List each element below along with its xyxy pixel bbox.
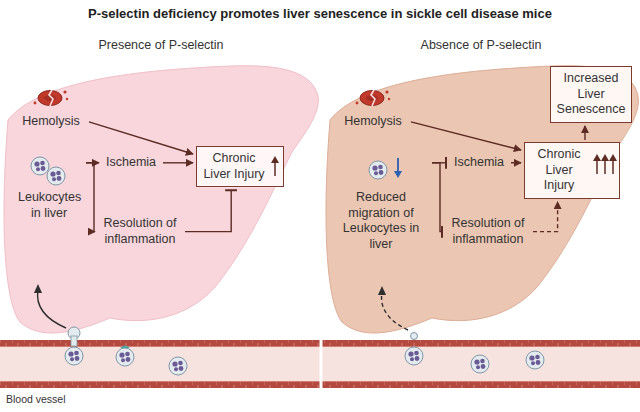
factor-label: Hemolysis: [16, 112, 86, 132]
migration-arrow: [34, 284, 408, 330]
liver-region: Presence of P-selectinHemolysisLeukocyte…: [0, 38, 322, 338]
factor-label: Resolution of inflammation: [446, 214, 530, 249]
node-text: Reduced migration of Leukocytes in liver: [336, 190, 426, 253]
node-text: Hemolysis: [342, 114, 404, 130]
connector: [411, 122, 521, 150]
panel-heading: Presence of P-selectin: [0, 38, 322, 52]
connector: [86, 163, 95, 232]
node-text: Resolution of inflammation: [102, 216, 178, 247]
factor-label: Ischemia: [102, 153, 160, 173]
blood-vessel: [0, 338, 640, 390]
connector: [533, 202, 558, 232]
liver-shape: [326, 66, 638, 333]
connector: [89, 122, 193, 154]
node-text: Leukocytes in liver: [18, 190, 80, 221]
box-fill: [196, 146, 284, 187]
migrating-leukocyte: [65, 327, 83, 365]
diagram-title: P-selectin deficiency promotes liver sen…: [0, 6, 640, 21]
part-label: Blood vessel: [6, 393, 66, 405]
connector: [511, 162, 521, 163]
box-fill: [524, 142, 620, 199]
rolling-leukocyte: [116, 346, 187, 376]
hemolysis-icon: [34, 90, 69, 106]
rolling-leukocyte: [471, 351, 544, 373]
outcome-box: Chronic Liver Injury: [196, 146, 284, 187]
box-fill: [550, 66, 632, 123]
hemolysis-icon: [356, 90, 391, 106]
connector: [432, 163, 442, 232]
factor-label: Hemolysis: [338, 112, 408, 132]
liver-region: Absence of P-selectinHemolysisReduced mi…: [322, 38, 640, 338]
connector: [185, 190, 231, 231]
node-text: Chronic Liver Injury: [201, 151, 267, 182]
node-text: Increased Liver Senescence: [555, 71, 627, 118]
node-text: Ischemia: [106, 155, 156, 171]
leukocyte-icon: [31, 157, 49, 175]
leukocyte-icon: [47, 167, 65, 185]
factor-label: Leukocytes in liver: [14, 150, 84, 223]
panel-heading: Absence of P-selectin: [322, 38, 640, 52]
node-text: Chronic Liver Injury: [529, 147, 589, 194]
node-text: Hemolysis: [20, 114, 82, 130]
node-text: Resolution of inflammation: [450, 216, 526, 247]
outcome-box: Increased Liver Senescence: [550, 66, 632, 123]
leukocyte-icon: [369, 161, 387, 179]
migrating-leukocyte: [405, 333, 423, 366]
outcome-box: Chronic Liver Injury: [524, 142, 620, 199]
factor-label: Ischemia: [450, 153, 508, 173]
factor-label: Reduced migration of Leukocytes in liver: [332, 150, 430, 255]
factor-label: Resolution of inflammation: [98, 214, 182, 249]
connector: [163, 162, 193, 163]
node-text: Ischemia: [454, 155, 504, 171]
connector: [584, 126, 585, 140]
decrease-arrow: [394, 158, 402, 178]
liver-shape: [4, 66, 318, 333]
